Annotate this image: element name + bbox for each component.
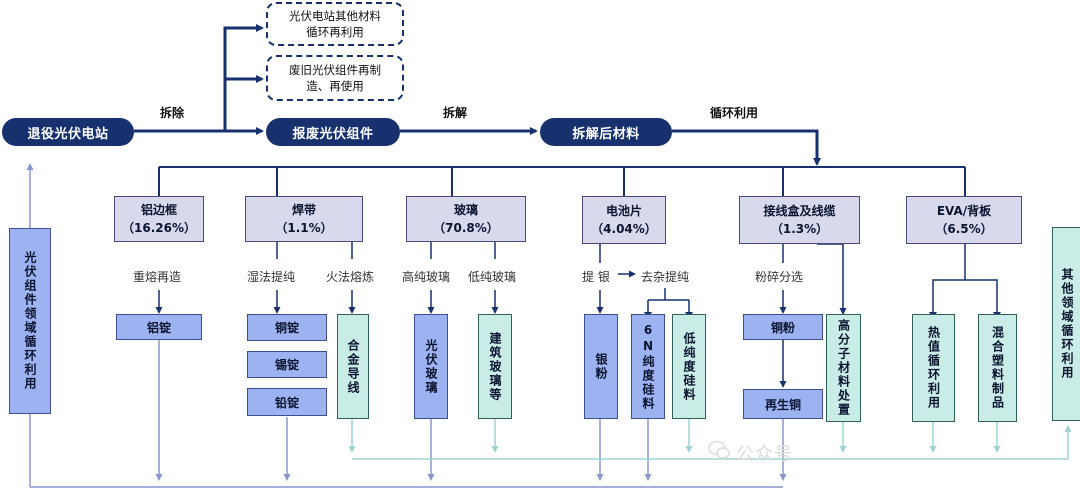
product-recycled-cu: 再生铜 <box>743 389 823 419</box>
process-remove-impurity: 去杂提纯 <box>641 270 690 284</box>
watermark-text: 公众号 <box>736 444 793 465</box>
product-mixed-plastic: 混合塑料制品 <box>978 314 1017 422</box>
category-pct: （16.26%） <box>122 221 196 235</box>
process-extract-silver: 提 银 <box>582 270 610 284</box>
product-alloy-wire: 合金导线 <box>337 314 369 419</box>
node-pv-field-recycling: 光伏组件领域循环利用 <box>9 228 51 414</box>
category-pct: （4.04%） <box>591 222 657 236</box>
product-cu-ingot: 铜锭 <box>247 314 327 341</box>
process-wet: 湿法提纯 <box>247 270 296 284</box>
product-cu-powder: 铜粉 <box>743 314 823 340</box>
node-scrap-module: 报废光伏组件 <box>266 118 400 146</box>
label-remove: 拆除 <box>160 106 185 120</box>
6n-silicon-text: 6N纯度硅料 <box>641 322 655 411</box>
option2-line1: 废旧光伏组件再制 <box>289 63 381 77</box>
node-other-field-recycling: 其他领域循环利用 <box>1052 227 1080 421</box>
category-eva-backsheet: EVA/背板 （6.5%） <box>906 196 1022 244</box>
product-pv-glass: 光伏玻璃 <box>414 314 448 419</box>
category-cell: 电池片 （4.04%） <box>582 196 666 244</box>
product-pb-ingot: 铅锭 <box>247 388 327 416</box>
process-crush: 粉碎分选 <box>755 270 804 284</box>
process-fire: 火法熔炼 <box>326 270 375 284</box>
silver-powder-text: 银粉 <box>594 352 608 381</box>
wechat-icon <box>708 440 730 459</box>
process-remelt: 重熔再造 <box>133 270 182 284</box>
category-name: 玻璃 <box>453 203 478 217</box>
product-al-ingot: 铝锭 <box>116 314 202 340</box>
process-low-glass: 低纯玻璃 <box>468 270 517 284</box>
category-name: EVA/背板 <box>936 204 992 218</box>
category-name: 铝边框 <box>140 203 177 217</box>
return-line-pv <box>26 163 787 488</box>
node-retired-station: 退役光伏电站 <box>2 118 134 146</box>
product-silver-powder: 银粉 <box>584 314 618 419</box>
thermal-text: 热值循环利用 <box>926 326 941 410</box>
node-option-module-reuse: 废旧光伏组件再制 造、再使用 <box>266 55 404 101</box>
alloy-wire-text: 合金导线 <box>346 338 360 395</box>
product-6n-silicon: 6N纯度硅料 <box>631 314 665 419</box>
category-glass: 玻璃 （70.8%） <box>406 196 526 242</box>
category-pct: （1.3%） <box>770 222 829 236</box>
option1-line1: 光伏电站其他材料 <box>289 9 381 23</box>
product-polymer-disposal: 高分子材料处置 <box>826 314 861 422</box>
node-option-station-materials: 光伏电站其他材料 循环再利用 <box>266 2 404 46</box>
arrow-to-categories <box>672 129 821 166</box>
category-pct: （70.8%） <box>433 221 499 235</box>
other-field-recycling-text: 其他领域循环利用 <box>1060 268 1074 380</box>
mixed-plastic-text: 混合塑料制品 <box>990 326 1005 410</box>
product-building-glass: 建筑玻璃等 <box>478 314 512 419</box>
category-name: 接线盒及线缆 <box>763 204 836 218</box>
polymer-text: 高分子材料处置 <box>836 319 851 417</box>
low-silicon-text: 低纯度硅料 <box>682 331 696 402</box>
node-dismantled-materials: 拆解后材料 <box>540 118 672 146</box>
pv-field-recycling-text: 光伏组件领域循环利用 <box>23 251 37 391</box>
category-junction-box: 接线盒及线缆 （1.3%） <box>739 196 860 244</box>
return-line-other <box>348 419 1072 460</box>
option2-line2: 造、再使用 <box>306 79 364 93</box>
option1-line2: 循环再利用 <box>306 25 364 39</box>
category-aluminum-frame: 铝边框 （16.26%） <box>114 196 204 242</box>
product-sn-ingot: 锡锭 <box>247 351 327 378</box>
category-name: 焊带 <box>291 203 316 217</box>
building-glass-text: 建筑玻璃等 <box>488 331 502 402</box>
arrow-to-option1 <box>223 24 264 131</box>
product-thermal-recycling: 热值循环利用 <box>912 314 955 422</box>
pv-glass-text: 光伏玻璃 <box>424 338 438 395</box>
category-ribbon: 焊带 （1.1%） <box>245 196 363 242</box>
process-high-glass: 高纯玻璃 <box>402 270 451 284</box>
distribution-bar <box>158 166 966 196</box>
label-recycle: 循环利用 <box>710 106 759 120</box>
label-dismantle: 拆解 <box>443 106 468 120</box>
category-name: 电池片 <box>605 204 642 218</box>
category-pct: （6.5%） <box>935 222 993 236</box>
product-low-silicon: 低纯度硅料 <box>672 314 706 419</box>
category-pct: （1.1%） <box>275 221 333 235</box>
